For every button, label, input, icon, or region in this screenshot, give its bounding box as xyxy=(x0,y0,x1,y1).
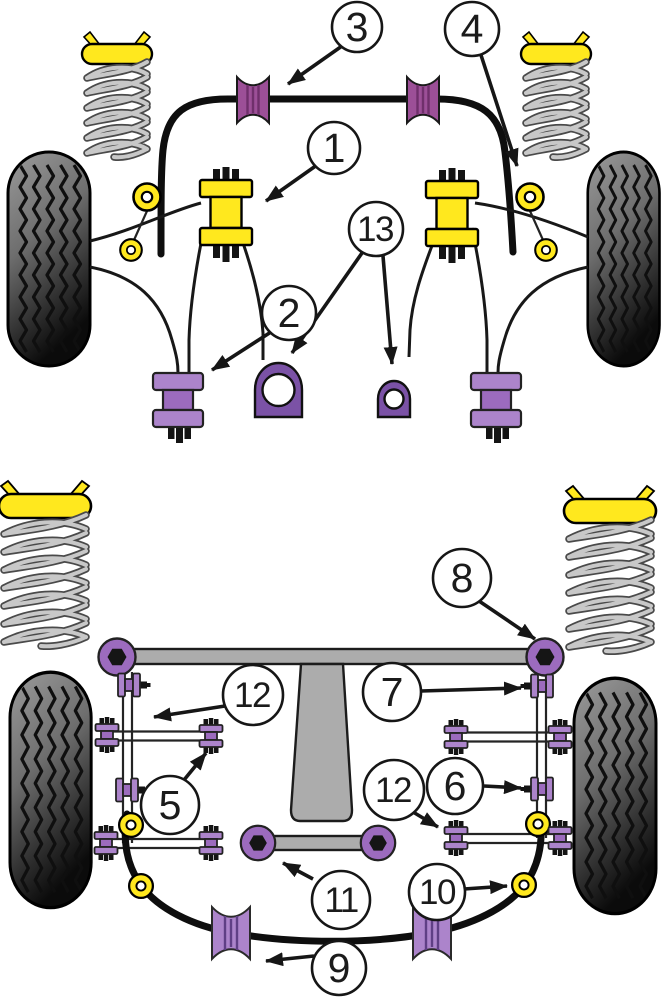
rear-left-spring xyxy=(0,481,91,646)
callout-rear-6: 6 xyxy=(425,756,485,816)
front-suspension-diagram: 3 4 1 13 2 xyxy=(8,0,660,445)
rear-strut-mid-bush-right xyxy=(519,776,554,802)
front-drop-link-ring-left-upper xyxy=(132,182,162,212)
rear-link-bar-bush-left xyxy=(239,824,277,862)
rear-right-tire xyxy=(574,678,656,913)
callout-front-1-label: 1 xyxy=(323,125,346,171)
rear-drop-link-ring-left-lower xyxy=(127,872,155,900)
callout-rear-11: 11 xyxy=(310,869,372,931)
rear-arb-bush-left xyxy=(210,905,252,961)
callout-rear-12-right: 12 xyxy=(362,758,426,822)
rear-suspension-diagram: 8 12 7 5 6 12 11 10 xyxy=(0,481,656,997)
callout-rear-8: 8 xyxy=(431,547,493,609)
rear-tie-bar-bush xyxy=(547,718,573,756)
front-left-tire xyxy=(8,152,90,366)
callout-rear-5: 5 xyxy=(139,774,201,836)
callout-front-3-label: 3 xyxy=(346,4,369,50)
front-anti-roll-bar xyxy=(157,95,517,258)
rear-tie-bar-bush xyxy=(198,824,224,862)
rear-strut-top-bush-right xyxy=(519,673,554,699)
front-drop-link-ring-left-lower xyxy=(119,238,143,262)
front-drop-link-ring-right-upper xyxy=(515,182,545,212)
front-left-spring xyxy=(82,32,152,157)
steering-rack-bush-small xyxy=(376,379,412,419)
rear-tie-bar-bush xyxy=(93,824,119,862)
callout-rear-5-label: 5 xyxy=(159,782,182,828)
front-arb-bush-right xyxy=(405,75,441,125)
rear-drop-link-ring-right-lower xyxy=(510,871,538,899)
rear-beam-mount-bush-right xyxy=(525,637,565,677)
callout-rear-11-label: 11 xyxy=(324,881,357,920)
front-lower-arm-bush-left xyxy=(151,371,205,445)
callout-front-4-label: 4 xyxy=(461,6,484,52)
rear-callout-arrows xyxy=(153,599,537,967)
callout-rear-12-right-label: 12 xyxy=(375,771,411,810)
callout-front-13: 13 xyxy=(347,200,405,258)
steering-rack-bush-large xyxy=(253,361,304,419)
callout-front-2: 2 xyxy=(260,284,318,342)
callout-rear-12-left-label: 12 xyxy=(234,676,270,715)
front-mount-bush-right xyxy=(424,166,480,265)
rear-subframe-column xyxy=(289,662,354,823)
rear-link-bar-bush-right xyxy=(359,824,397,862)
rear-right-spring xyxy=(564,486,656,651)
rear-drop-link-ring-right-upper xyxy=(524,810,552,838)
front-control-arm-lines xyxy=(89,201,589,374)
callout-rear-10-label: 10 xyxy=(419,873,456,912)
rear-tie-bar-bush xyxy=(94,716,120,754)
rear-tie-bar-bush xyxy=(443,819,469,857)
callout-front-13-label: 13 xyxy=(357,210,393,249)
front-arb-bush-left xyxy=(235,75,271,125)
callout-rear-9: 9 xyxy=(310,939,368,997)
rear-tie-bar-bush xyxy=(547,819,573,857)
callout-front-1: 1 xyxy=(306,120,362,176)
rear-tie-bar-bush xyxy=(443,718,469,756)
front-right-tire xyxy=(588,152,660,366)
front-right-spring xyxy=(521,32,591,157)
callout-rear-8-label: 8 xyxy=(451,555,474,601)
callout-rear-7-label: 7 xyxy=(381,669,404,715)
rear-drop-link-ring-left-upper xyxy=(117,811,145,839)
rear-left-tire xyxy=(10,672,91,907)
callout-rear-6-label: 6 xyxy=(444,763,467,809)
callout-rear-7: 7 xyxy=(361,661,423,723)
rear-strut-top-bush-left xyxy=(117,672,152,698)
callout-rear-9-label: 9 xyxy=(328,945,351,991)
callout-rear-12-left: 12 xyxy=(221,663,285,727)
callout-front-4: 4 xyxy=(443,0,501,58)
callout-front-2-label: 2 xyxy=(278,290,301,336)
callout-front-3: 3 xyxy=(330,0,384,54)
front-lower-arm-bush-right xyxy=(469,371,523,445)
front-drop-link-ring-right-lower xyxy=(534,238,558,262)
rear-crossmember-beam xyxy=(114,647,548,666)
rear-tie-bar-bush xyxy=(198,717,224,755)
callout-rear-10: 10 xyxy=(407,862,467,922)
rear-beam-mount-bush-left xyxy=(97,637,137,677)
